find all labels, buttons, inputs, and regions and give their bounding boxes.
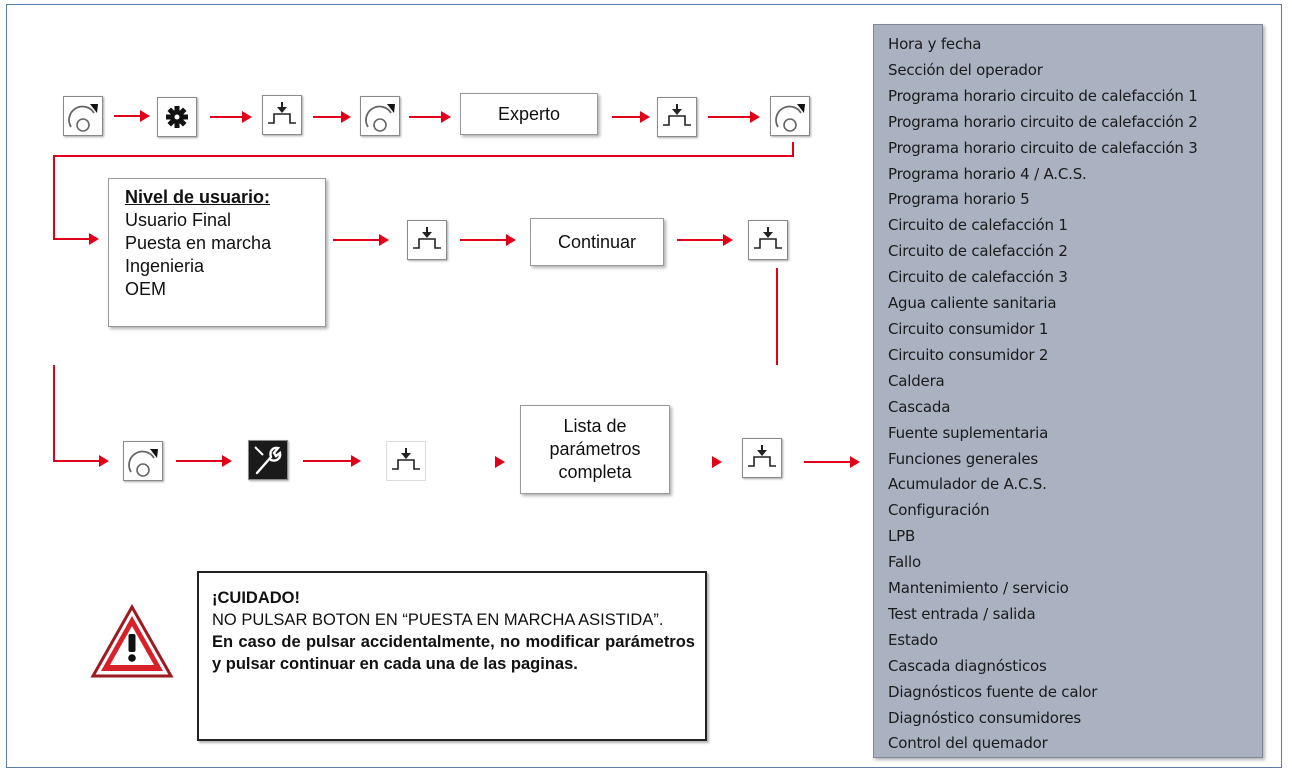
menu-item[interactable]: Circuito de calefacción 1 xyxy=(888,216,1068,235)
continuar-label: Continuar xyxy=(557,231,637,252)
menu-item[interactable]: Cascada xyxy=(888,397,951,416)
lista-label-line: completa xyxy=(558,462,632,482)
connector-line xyxy=(53,155,55,239)
user-level-box: Nivel de usuario: Usuario Final Puesta e… xyxy=(108,178,326,327)
menu-item[interactable]: Test entrada / salida xyxy=(888,604,1036,623)
wrench-icon xyxy=(248,440,288,480)
flow-arrow xyxy=(53,455,109,467)
menu-item[interactable]: Programa horario 5 xyxy=(888,190,1030,209)
press-button-icon xyxy=(657,97,697,137)
menu-item[interactable]: Hora y fecha xyxy=(888,35,982,53)
menu-item[interactable]: Sección del operador xyxy=(888,60,1043,79)
flow-arrow xyxy=(712,456,724,468)
flow-arrow xyxy=(612,111,650,123)
menu-item[interactable]: Circuito de calefacción 2 xyxy=(888,242,1068,261)
press-button-icon xyxy=(386,441,426,481)
connector-line xyxy=(53,365,55,461)
lista-label-line: Lista de xyxy=(563,416,627,436)
user-level-option: Puesta en marcha xyxy=(125,233,272,253)
warning-line2: En caso de pulsar accidentalmente, no mo… xyxy=(212,633,695,673)
menu-item[interactable]: Diagnósticos fuente de calor xyxy=(888,682,1098,701)
rotary-knob-icon xyxy=(360,96,400,136)
flow-arrow xyxy=(313,111,351,123)
menu-item[interactable]: Agua caliente sanitaria xyxy=(888,294,1057,313)
experto-label: Experto xyxy=(497,103,561,124)
flow-arrow xyxy=(333,234,389,246)
lista-label-line: parámetros xyxy=(549,439,641,459)
rotary-knob-icon xyxy=(63,96,103,136)
press-button-icon xyxy=(407,220,447,260)
menu-item[interactable]: Acumulador de A.C.S. xyxy=(888,475,1047,494)
menu-item[interactable]: Caldera xyxy=(888,371,945,390)
warning-triangle-icon xyxy=(90,603,174,680)
diagram-frame xyxy=(6,4,1282,768)
press-button-icon xyxy=(742,438,782,478)
continuar-box: Continuar xyxy=(530,218,664,266)
menu-item[interactable]: Fuente suplementaria xyxy=(888,423,1049,442)
gear-icon xyxy=(157,97,197,137)
menu-item[interactable]: Funciones generales xyxy=(888,449,1038,468)
connector-line xyxy=(776,268,778,365)
menu-item[interactable]: Programa horario 4 / A.C.S. xyxy=(888,164,1087,183)
menu-item[interactable]: Mantenimiento / servicio xyxy=(888,579,1069,598)
rotary-knob-icon xyxy=(123,441,163,481)
flow-arrow xyxy=(708,111,760,123)
flow-arrow xyxy=(210,111,252,123)
user-level-option: OEM xyxy=(125,279,167,299)
menu-item[interactable]: LPB xyxy=(888,527,916,546)
flow-arrow xyxy=(53,233,99,245)
menu-item[interactable]: Configuración xyxy=(888,501,990,520)
menu-item[interactable]: Circuito consumidor 1 xyxy=(888,319,1049,338)
warning-box: ¡CUIDADO! NO PULSAR BOTON EN “PUESTA EN … xyxy=(197,571,707,741)
rotary-knob-icon xyxy=(770,96,810,136)
menu-item[interactable]: Programa horario circuito de calefacción… xyxy=(888,112,1198,131)
experto-box: Experto xyxy=(460,93,598,135)
user-level-option: Usuario Final xyxy=(125,210,232,230)
menu-item[interactable]: Circuito consumidor 2 xyxy=(888,345,1049,364)
warning-line1: NO PULSAR BOTON EN “PUESTA EN MARCHA ASI… xyxy=(212,611,664,629)
menu-item[interactable]: Control del quemador xyxy=(888,734,1048,753)
menu-item[interactable]: Cascada diagnósticos xyxy=(888,656,1047,675)
connector-line xyxy=(792,142,794,157)
flow-arrow xyxy=(114,110,150,122)
menu-item[interactable]: Circuito de calefacción 3 xyxy=(888,268,1068,287)
flow-arrow xyxy=(495,456,507,468)
user-level-option: Ingenieria xyxy=(125,256,205,276)
menu-item[interactable]: Fallo xyxy=(888,553,921,572)
lista-parametros-box: Lista de parámetros completa xyxy=(520,405,670,494)
flow-arrow xyxy=(409,111,451,123)
warning-title: ¡CUIDADO! xyxy=(212,589,300,607)
flow-arrow xyxy=(176,455,232,467)
flow-arrow xyxy=(303,455,361,467)
flow-arrow xyxy=(804,456,860,468)
menu-item[interactable]: Estado xyxy=(888,630,938,649)
flow-arrow xyxy=(460,234,516,246)
menu-item[interactable]: Diagnóstico consumidores xyxy=(888,708,1081,727)
user-level-title: Nivel de usuario: xyxy=(125,187,271,207)
menu-item[interactable]: Programa horario circuito de calefacción… xyxy=(888,138,1198,157)
menu-item[interactable]: Programa horario circuito de calefacción… xyxy=(888,86,1198,105)
press-button-icon xyxy=(262,95,302,135)
press-button-icon xyxy=(748,220,788,260)
flow-arrow xyxy=(677,234,733,246)
connector-line xyxy=(53,155,794,157)
